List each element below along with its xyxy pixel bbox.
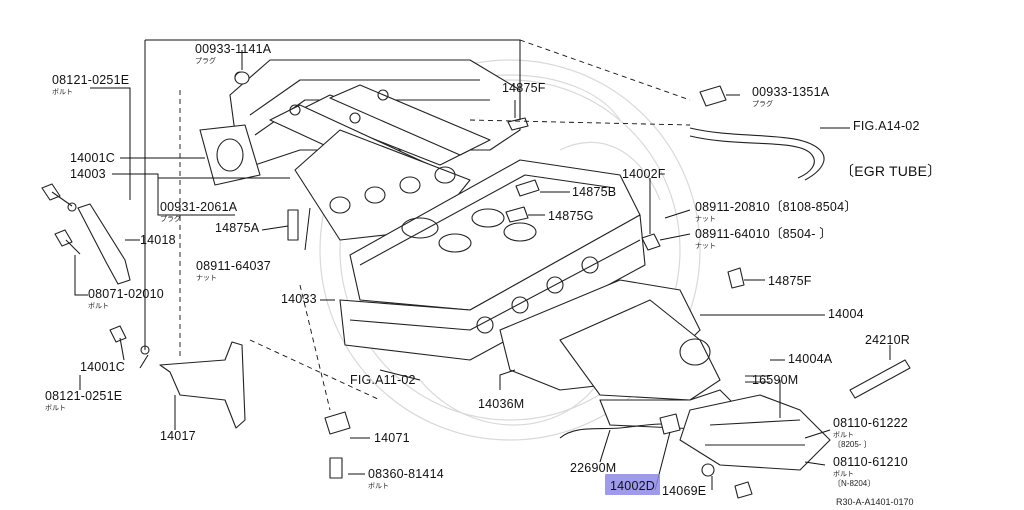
label-08911-64037-type: ナット [196,274,217,282]
label-14033[interactable]: 14033 [281,292,317,306]
label-08360-81414-type: ボルト [368,482,389,490]
small-parts-drawing [41,71,911,499]
highlight-14002d [605,474,660,495]
label-14002d[interactable]: 14002D [610,479,655,493]
label-00933-1141a[interactable]: 00933-1141A [195,42,272,56]
label-14001c-top[interactable]: 14001C [70,151,115,165]
label-14004a[interactable]: 14004A [788,352,833,366]
label-14875f-top[interactable]: 14875F [502,81,546,95]
label-08360-81414[interactable]: 08360-81414 [368,467,444,481]
label-14071[interactable]: 14071 [374,431,410,445]
label-08121-0251e-bottom[interactable]: 08121-0251E [45,389,122,403]
cylinder-head-drawing [339,159,646,361]
label-08911-20810[interactable]: 08911-20810〔8108-8504〕 [695,200,857,214]
label-00933-1351a[interactable]: 00933-1351A [752,85,830,99]
label-14875b[interactable]: 14875B [572,185,616,199]
label-14002f[interactable]: 14002F [622,167,666,181]
label-24210r[interactable]: 24210R [865,333,910,347]
label-14875f-right[interactable]: 14875F [768,274,812,288]
label-egr-tube: 〔EGR TUBE〕 [840,163,941,179]
label-22690m[interactable]: 22690M [570,461,616,475]
label-16590m[interactable]: 16590M [752,373,798,387]
diagram-id: R30-A-A1401-0170 [836,497,914,507]
label-00931-2061a[interactable]: 00931-2061A [160,200,238,214]
label-14875g[interactable]: 14875G [548,209,594,223]
label-08121-0251e-top[interactable]: 08121-0251E [52,73,129,87]
label-14018[interactable]: 14018 [140,233,176,247]
label-08110-61222[interactable]: 08110-61222 [833,416,908,430]
intake-manifold-drawing [199,59,521,241]
label-14069e[interactable]: 14069E [662,484,706,498]
exhaust-manifold-drawing [499,279,831,471]
label-08110-61222-type: ボルト [833,431,854,439]
label-14003[interactable]: 14003 [70,167,106,181]
label-08071-02010-type: ボルト [88,302,109,310]
label-08110-61210-type: ボルト [833,470,854,478]
label-00933-1141a-type: プラグ [195,56,216,65]
label-14017[interactable]: 14017 [160,429,196,443]
label-08110-61210[interactable]: 08110-61210 [833,455,908,469]
label-08071-02010[interactable]: 08071-02010 [88,287,164,301]
label-08110-61210-note: 〔N-8204〕 [833,479,875,488]
leader-lines [74,39,891,491]
label-fig-a14-02[interactable]: FIG.A14-02 [853,119,920,133]
label-08110-61222-note: 〔8205- 〕 [833,440,872,449]
label-fig-a11-02[interactable]: FIG.A11-02 [350,373,416,387]
label-14875a[interactable]: 14875A [215,221,260,235]
label-00933-1351a-type: プラグ [752,99,773,108]
label-14001c-bottom[interactable]: 14001C [80,360,125,374]
label-08911-64037[interactable]: 08911-64037 [196,259,271,273]
label-08121-0251e-top-type: ボルト [52,88,73,96]
label-08911-64010[interactable]: 08911-64010〔8504- 〕 [695,227,832,241]
label-14004[interactable]: 14004 [828,307,864,321]
label-00931-2061a-type: プラグ [160,214,181,223]
label-08911-20810-type: ナット [695,215,716,223]
part-labels: 00933-1141A プラグ 08121-0251E ボルト 14875F 0… [45,42,941,507]
label-08121-0251e-bottom-type: ボルト [45,404,66,412]
label-08911-64010-type: ナット [695,242,716,250]
label-14036m[interactable]: 14036M [478,397,524,411]
